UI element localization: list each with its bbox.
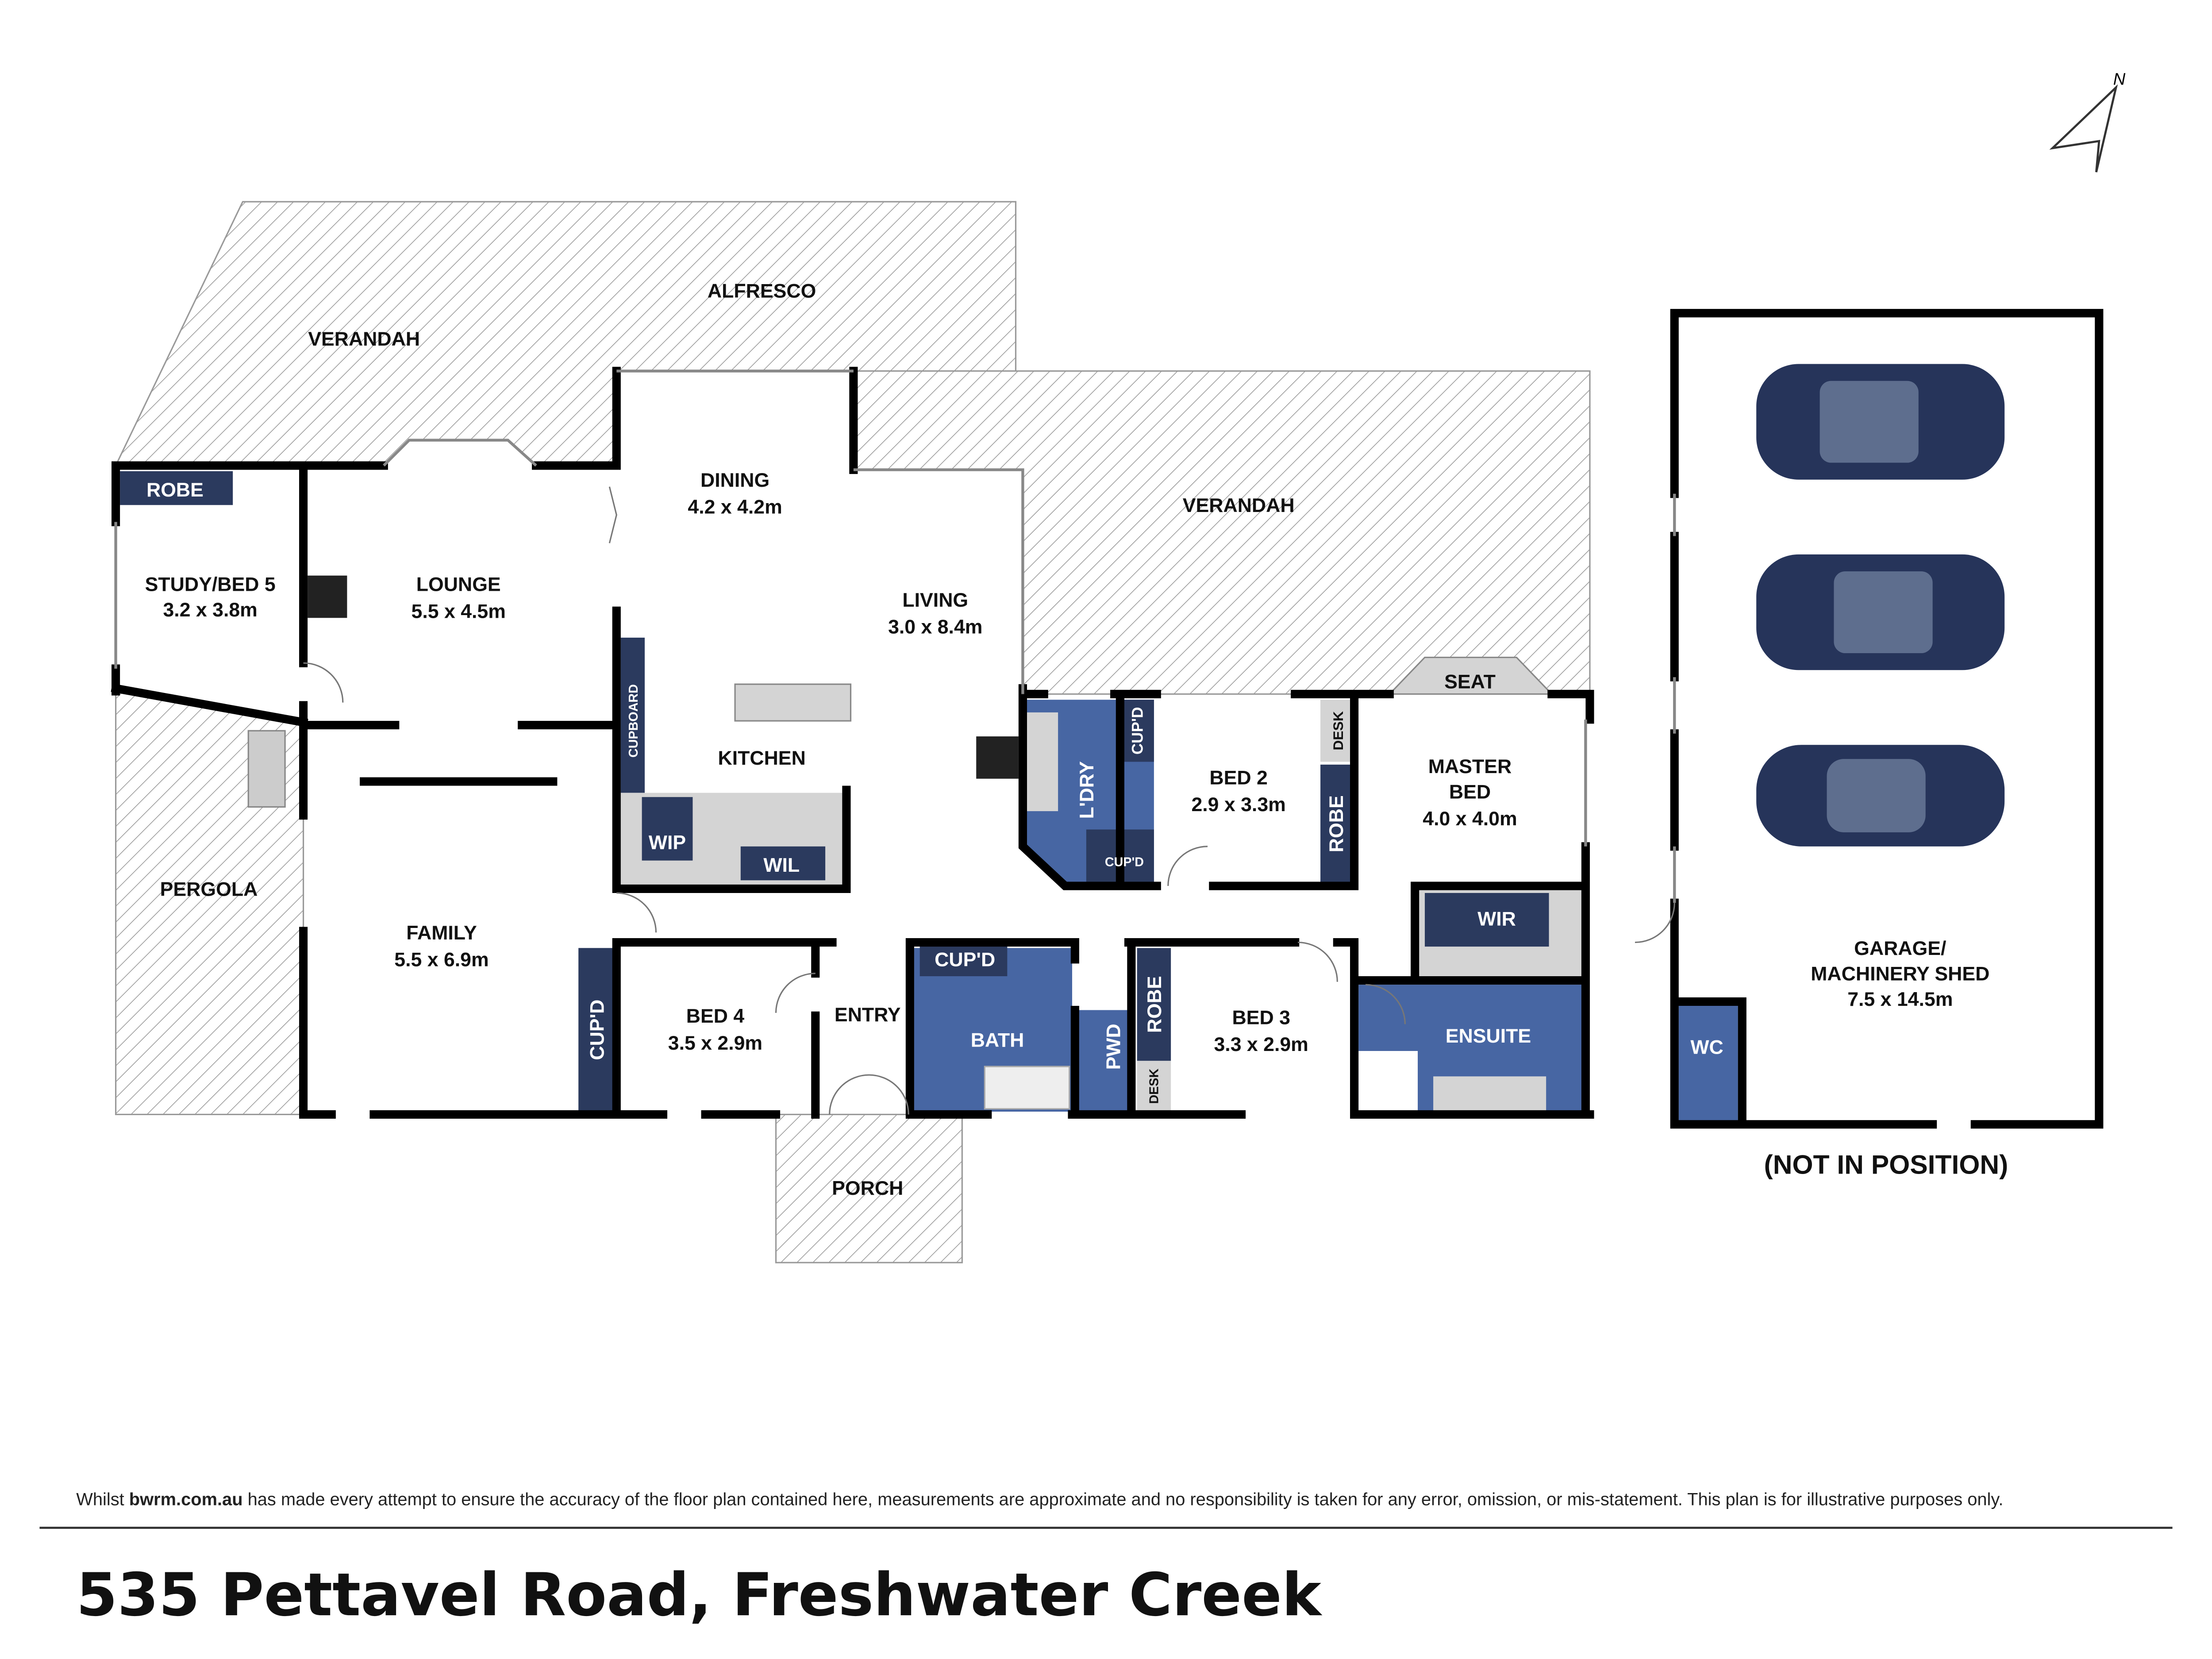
disclaimer-suffix: has made every attempt to ensure the acc… <box>243 1490 2004 1509</box>
label-robe-study: ROBE <box>146 479 204 501</box>
ensuite-vanity <box>1433 1076 1546 1112</box>
label-cupd-bath: CUP'D <box>935 949 995 971</box>
label-porch: PORCH <box>832 1178 903 1199</box>
label-master: MASTER <box>1428 756 1512 778</box>
porch-area <box>775 1113 963 1263</box>
label-not-in-position: (NOT IN POSITION) <box>1764 1149 2008 1179</box>
cupd-bath <box>919 942 1008 977</box>
label-bed3: BED 3 <box>1232 1007 1290 1028</box>
laundry-tubs <box>1027 712 1058 812</box>
label-entry: ENTRY <box>835 1004 901 1026</box>
label-kitchen: KITCHEN <box>718 747 805 769</box>
label-seat: SEAT <box>1444 671 1496 693</box>
label-study-size: 3.2 x 3.8m <box>163 599 257 621</box>
label-lounge: LOUNGE <box>416 574 501 596</box>
disclaimer: Whilst bwrm.com.au has made every attemp… <box>76 1490 2003 1509</box>
label-master-bed: BED <box>1449 781 1491 803</box>
label-living: LIVING <box>902 589 968 611</box>
label-robe-bed2: ROBE <box>1326 795 1347 852</box>
door-swings <box>303 486 1675 1115</box>
wir-robe <box>1424 893 1549 947</box>
fireplace-living <box>976 736 1019 779</box>
car-icon <box>1756 364 2005 480</box>
label-desk-bed2: DESK <box>1330 711 1346 751</box>
label-wip: WIP <box>649 832 686 854</box>
north-arrow-icon: N <box>2049 69 2126 173</box>
label-verandah-right: VERANDAH <box>1183 495 1295 516</box>
wip-room <box>642 797 693 861</box>
seat <box>1388 656 1554 695</box>
label-garage-size: 7.5 x 14.5m <box>1847 989 1953 1010</box>
label-desk-bed3: DESK <box>1147 1069 1161 1104</box>
label-ldry: L'DRY <box>1076 761 1098 819</box>
label-garage: GARAGE/ <box>1854 938 1946 959</box>
label-dining: DINING <box>700 470 769 491</box>
label-bed4: BED 4 <box>686 1005 745 1027</box>
label-bed4-size: 3.5 x 2.9m <box>668 1032 762 1054</box>
label-dining-size: 4.2 x 4.2m <box>688 496 782 518</box>
label-bath: BATH <box>971 1029 1024 1051</box>
disclaimer-prefix: Whilst <box>76 1490 129 1509</box>
disclaimer-site: bwrm.com.au <box>129 1490 243 1509</box>
bathtub <box>984 1066 1070 1110</box>
label-study: STUDY/BED 5 <box>145 574 276 596</box>
cupd-family <box>578 948 616 1112</box>
label-living-size: 3.0 x 8.4m <box>888 616 982 638</box>
robe-study <box>120 471 233 505</box>
label-wir: WIR <box>1477 908 1516 930</box>
car-icon <box>1756 745 2005 847</box>
label-family-size: 5.5 x 6.9m <box>394 949 489 971</box>
label-wc: WC <box>1690 1036 1723 1058</box>
car-icon <box>1756 554 2005 670</box>
fireplace-lounge <box>308 575 347 618</box>
label-cupd-ldry-bottom: CUP'D <box>1105 855 1144 869</box>
wil-room <box>740 846 826 881</box>
label-cupd-family: CUP'D <box>587 1000 608 1060</box>
label-cupboard: CUPBOARD <box>627 684 641 758</box>
cupd-ldry-top <box>1120 700 1154 762</box>
kitchen-island <box>734 683 852 722</box>
wc-room <box>1678 1005 1738 1122</box>
label-machinery-shed: MACHINERY SHED <box>1811 963 1989 985</box>
verandah-right-area <box>853 370 1591 695</box>
label-bed2: BED 2 <box>1209 767 1267 789</box>
compass-label: N <box>2113 69 2126 89</box>
label-pwd: PWD <box>1103 1024 1124 1070</box>
cupboard-block <box>620 637 645 793</box>
label-master-size: 4.0 x 4.0m <box>1423 808 1517 830</box>
desk-bed2 <box>1320 700 1354 762</box>
robe-bed3 <box>1137 948 1171 1061</box>
label-verandah-left: VERANDAH <box>308 328 420 350</box>
label-cupd-ldry-top: CUP'D <box>1129 707 1146 755</box>
label-bed2-size: 2.9 x 3.3m <box>1191 794 1285 816</box>
label-alfresco: ALFRESCO <box>708 281 816 302</box>
ensuite-shower <box>1358 1051 1418 1112</box>
label-ensuite: ENSUITE <box>1446 1025 1531 1047</box>
desk-bed3 <box>1137 1061 1171 1112</box>
robe-bed2 <box>1320 764 1354 883</box>
page-title: 535 Pettavel Road, Freshwater Creek <box>76 1560 1323 1629</box>
label-family: FAMILY <box>406 922 477 944</box>
label-wil: WIL <box>763 855 800 876</box>
pwd-room <box>1079 1010 1129 1112</box>
label-lounge-size: 5.5 x 4.5m <box>412 600 506 622</box>
label-robe-bed3: ROBE <box>1144 976 1166 1033</box>
label-pergola: PERGOLA <box>160 878 258 900</box>
pergola-table <box>247 730 286 808</box>
house-walls <box>111 309 2104 1129</box>
windows <box>114 370 1676 903</box>
label-bed3-size: 3.3 x 2.9m <box>1214 1034 1308 1055</box>
